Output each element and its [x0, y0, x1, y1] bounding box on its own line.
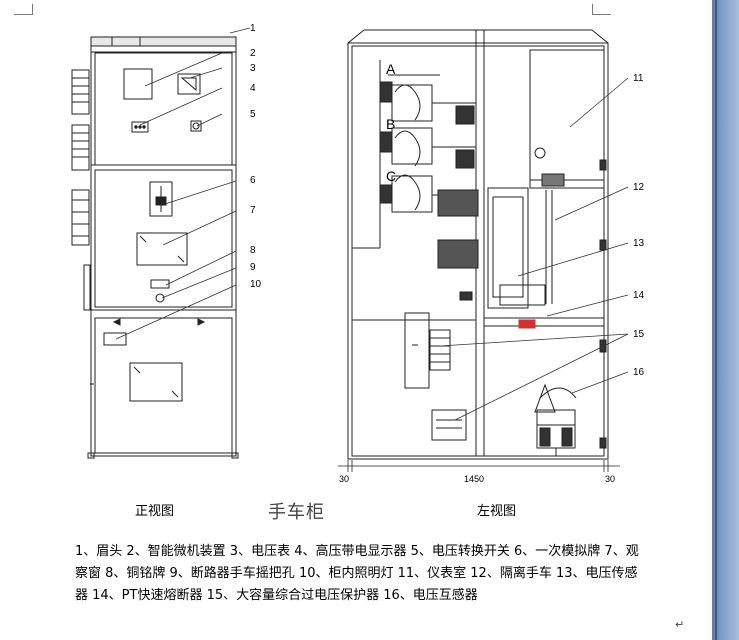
callout-2: 2: [250, 48, 256, 59]
document-page: 1 2 3 4 5 6 7 8 9 10 11 12 13 14 15 16 A…: [14, 4, 685, 631]
callout-8: 8: [250, 245, 256, 256]
nameplate: [150, 279, 170, 289]
side-view-cabinet: [347, 29, 609, 460]
side-callout-labels: 11 12 13 14 15 16: [633, 73, 645, 378]
callout-4: 4: [250, 83, 256, 94]
callout-9: 9: [250, 262, 256, 273]
dimension-left: 30: [339, 474, 349, 484]
cabinet-light: [103, 332, 127, 346]
mimic-panel: [149, 181, 173, 217]
voltage-switch: [190, 120, 202, 132]
cable-bushings: [71, 69, 91, 311]
observation-window: [136, 232, 188, 266]
callout-3: 3: [250, 63, 256, 74]
dimension-line: [338, 460, 620, 472]
front-callout-labels: 1 2 3 4 5 6 7 8 9 10: [250, 23, 262, 290]
figure-title: 手车柜: [268, 502, 325, 523]
callout-1: 1: [250, 23, 256, 34]
dimension-labels: 30 1450 30: [339, 474, 615, 484]
page-corner-mark-tl: [14, 4, 33, 15]
front-view-cabinet: [71, 36, 239, 459]
paragraph-return-mark: ↵: [675, 618, 685, 631]
side-leader-lines: [439, 77, 629, 421]
component-legend: 1、眉头 2、智能微机装置 3、电压表 4、高压带电显示器 5、电压转换开关 6…: [75, 544, 639, 603]
dimension-center: 1450: [464, 474, 484, 484]
callout-11: 11: [633, 73, 644, 84]
page-corner-mark-tr: [592, 4, 611, 15]
phase-a-label: A: [386, 61, 396, 77]
callout-13: 13: [633, 238, 645, 249]
front-view-caption: 正视图: [135, 504, 175, 519]
phase-labels: A B C: [386, 61, 396, 184]
callout-7: 7: [250, 205, 256, 216]
phase-b-label: B: [386, 116, 395, 132]
callout-15: 15: [633, 329, 645, 340]
callout-12: 12: [633, 182, 645, 193]
crank-hole: [155, 293, 165, 303]
side-view-caption: 左视图: [477, 504, 517, 519]
smart-relay-device: [123, 68, 153, 100]
dimension-right: 30: [605, 474, 615, 484]
phase-c-label: C: [386, 168, 396, 184]
callout-5: 5: [250, 109, 256, 120]
high-voltage-indicator: [131, 121, 149, 133]
callout-10: 10: [250, 279, 262, 290]
switchgear-drawing: 1 2 3 4 5 6 7 8 9 10 11 12 13 14 15 16 A…: [71, 23, 645, 484]
callout-14: 14: [633, 290, 645, 301]
callout-6: 6: [250, 175, 256, 186]
front-leader-lines: [115, 27, 251, 340]
voltmeter: [177, 73, 201, 95]
callout-16: 16: [633, 367, 645, 378]
window-right-edge: [712, 0, 739, 640]
